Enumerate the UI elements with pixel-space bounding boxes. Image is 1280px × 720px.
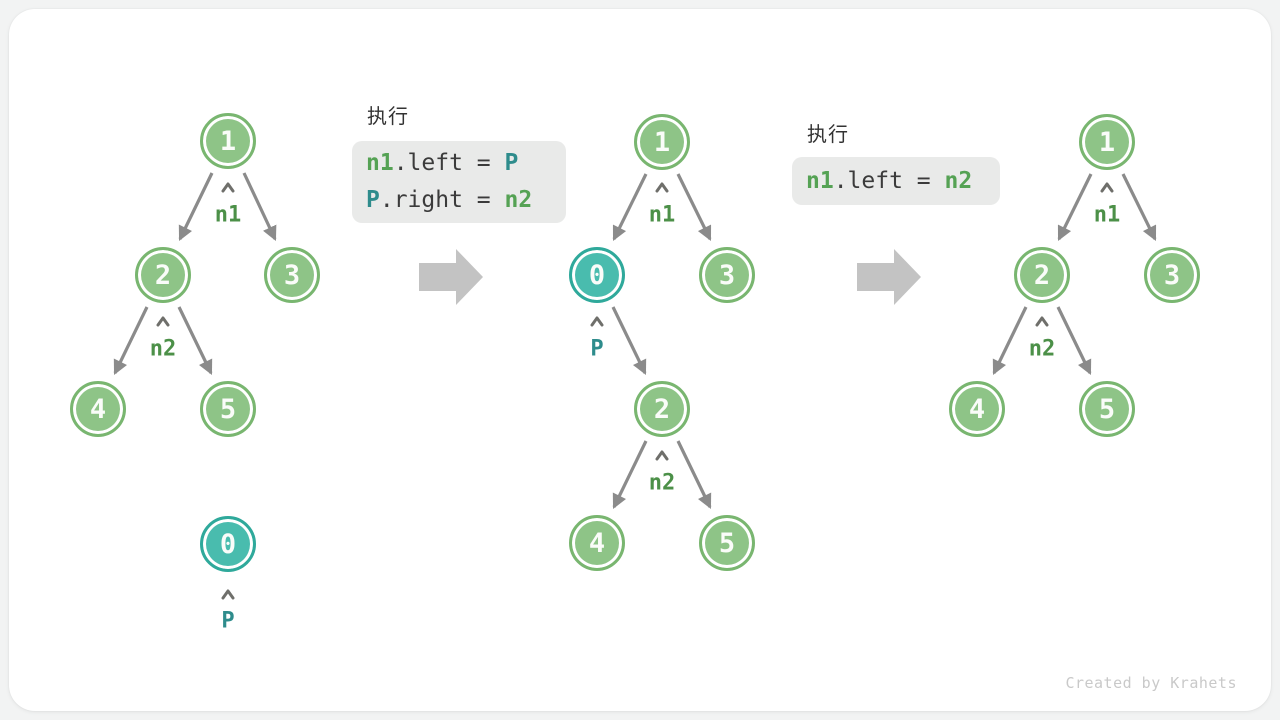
code-token: n1 [806, 167, 834, 194]
tree-edge [177, 306, 213, 375]
tree-edge [992, 306, 1028, 375]
tree1-node-5: 5 [200, 381, 256, 437]
code-token: P [366, 187, 380, 213]
tree2-node-1: 1 [634, 114, 690, 170]
code-token: n2 [504, 187, 533, 213]
tree-edge [1057, 173, 1093, 241]
tree1-node-1: 1 [200, 113, 256, 169]
tree3-node-5: 5 [1079, 381, 1135, 437]
flow-arrow-icon [419, 249, 483, 305]
tree3-node-1: 1 [1079, 114, 1135, 170]
tree1-pointer-n1: n1 [214, 202, 242, 228]
pointer-caret-icon [1100, 182, 1114, 193]
tree1-node-0-detached: 0 [200, 516, 256, 572]
tree-edge [676, 440, 712, 509]
tree-edge [113, 306, 149, 375]
tree2-pointer-p: P [590, 336, 604, 362]
pointer-caret-icon [221, 182, 235, 193]
code-box-1: n1.left = P P.right = n2 [352, 141, 566, 223]
tree2-pointer-n1: n1 [648, 202, 676, 228]
code-token: .right = [379, 187, 505, 213]
tree1-node-2: 2 [135, 247, 191, 303]
tree-edge [676, 173, 712, 241]
tree2-node-4: 4 [569, 515, 625, 571]
flow-arrows [419, 249, 921, 305]
tree3-pointer-n1: n1 [1093, 202, 1121, 228]
tree3-node-4: 4 [949, 381, 1005, 437]
tree3-node-2: 2 [1014, 247, 1070, 303]
tree2-node-5: 5 [699, 515, 755, 571]
code-box-2: n1.left = n2 [792, 157, 1000, 205]
tree-edge [1056, 306, 1092, 375]
code-token: .left = [393, 150, 505, 176]
code-line: n1.left = P [366, 145, 552, 182]
pointer-caret-icon [655, 450, 669, 461]
pointer-caret-icon [655, 182, 669, 193]
tree-edge [1121, 173, 1157, 241]
code-line: n1.left = n2 [806, 163, 986, 200]
tree1-node-3: 3 [264, 247, 320, 303]
tree2-pointer-n2: n2 [648, 470, 676, 496]
tree2-node-3: 3 [699, 247, 755, 303]
tree-edge [242, 172, 277, 241]
tree3-node-3: 3 [1144, 247, 1200, 303]
code-token: .left = [833, 167, 945, 194]
pointer-caret-icon [156, 316, 170, 327]
tree-edge [611, 306, 647, 375]
code-line: P.right = n2 [366, 182, 552, 219]
tree-edge [612, 440, 648, 509]
pointer-caret-icon [1035, 316, 1049, 327]
code-token: n2 [944, 167, 973, 194]
watermark: Created by Krahets [1065, 674, 1237, 692]
tree2-node-2: 2 [634, 381, 690, 437]
pointer-caret-icon [221, 589, 235, 600]
code-token: P [504, 150, 519, 176]
pointer-caret-icon [590, 316, 604, 327]
tree1-pointer-p: P [221, 608, 235, 634]
tree1-pointer-n2: n2 [149, 336, 177, 362]
tree1-node-4: 4 [70, 381, 126, 437]
tree1-edges [113, 172, 277, 375]
tree2-edges [611, 173, 712, 509]
tree3-edges [992, 173, 1157, 375]
pointer-carets [156, 182, 1114, 600]
exec-title: 执行 [367, 106, 409, 128]
code-token: n1 [366, 150, 394, 176]
tree2-node-0: 0 [569, 247, 625, 303]
tree-edge [178, 172, 214, 241]
flow-arrow-icon [857, 249, 921, 305]
exec-title: 执行 [807, 124, 849, 146]
tree-edge [612, 173, 648, 241]
tree3-pointer-n2: n2 [1028, 336, 1056, 362]
